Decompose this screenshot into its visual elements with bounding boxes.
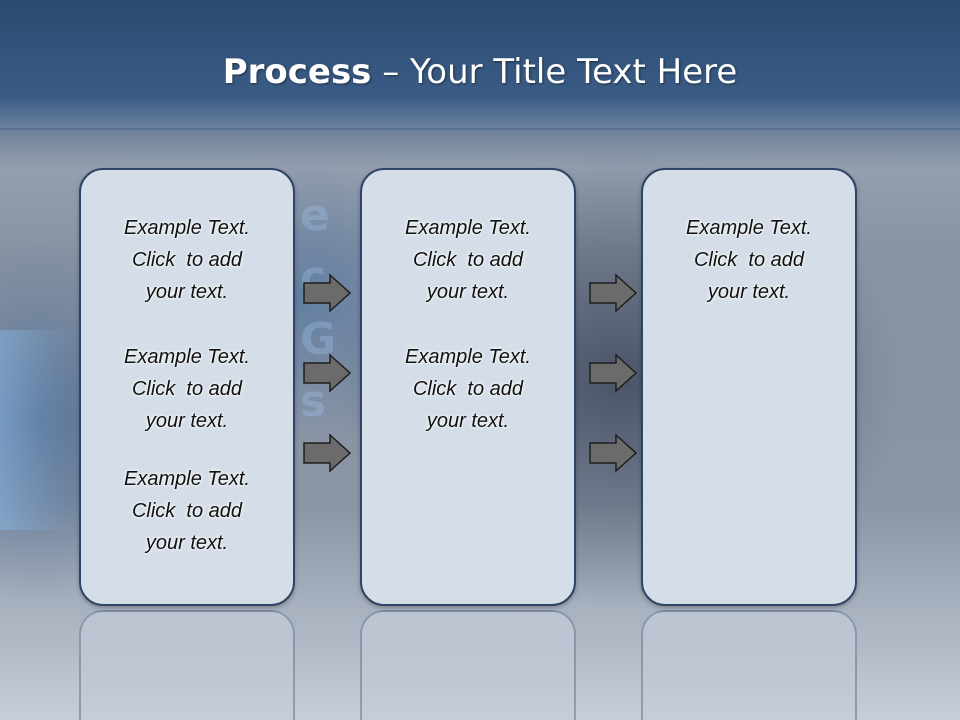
text-item[interactable]: Example Text. Click to add your text. xyxy=(81,341,293,437)
item-line: your text. xyxy=(145,410,229,432)
arrow-right-icon[interactable] xyxy=(588,353,638,393)
arrow-right-icon[interactable] xyxy=(302,433,352,473)
item-line: Click to add xyxy=(131,500,243,522)
text-item[interactable]: Example Text. Click to add your text. xyxy=(81,212,293,308)
text-item[interactable]: Example Text. Click to add your text. xyxy=(362,341,574,437)
text-item[interactable]: Example Text. Click to add your text. xyxy=(643,212,855,308)
item-line: Example Text. xyxy=(405,217,531,239)
item-line: Example Text. xyxy=(124,217,250,239)
text-item[interactable]: Example Text. Click to add your text. xyxy=(81,463,293,559)
arrow-right-icon[interactable] xyxy=(588,433,638,473)
box-reflection xyxy=(79,610,295,720)
item-line: your text. xyxy=(145,532,229,554)
box-reflection xyxy=(360,610,576,720)
background-screen-glow xyxy=(0,330,70,530)
item-line: Example Text. xyxy=(405,346,531,368)
slide-title[interactable]: Process – Your Title Text Here xyxy=(0,52,960,92)
item-line: your text. xyxy=(426,281,510,303)
text-item[interactable]: Example Text. Click to add your text. xyxy=(362,212,574,308)
process-box-3[interactable]: Example Text. Click to add your text. xyxy=(641,168,857,606)
title-rest: – Your Title Text Here xyxy=(382,52,738,92)
item-line: your text. xyxy=(707,281,791,303)
item-line: Click to add xyxy=(412,378,524,400)
item-line: Click to add xyxy=(693,249,805,271)
item-line: Click to add xyxy=(131,249,243,271)
title-bold: Process xyxy=(222,52,372,92)
item-line: Example Text. xyxy=(686,217,812,239)
title-bar-fade xyxy=(0,128,960,168)
item-line: Click to add xyxy=(131,378,243,400)
process-box-2[interactable]: Example Text. Click to add your text. Ex… xyxy=(360,168,576,606)
item-line: your text. xyxy=(145,281,229,303)
item-line: your text. xyxy=(426,410,510,432)
arrow-right-icon[interactable] xyxy=(302,273,352,313)
item-line: Example Text. xyxy=(124,346,250,368)
arrow-right-icon[interactable] xyxy=(588,273,638,313)
item-line: Example Text. xyxy=(124,468,250,490)
title-bar xyxy=(0,0,960,130)
item-line: Click to add xyxy=(412,249,524,271)
process-box-1[interactable]: Example Text. Click to add your text. Ex… xyxy=(79,168,295,606)
arrow-right-icon[interactable] xyxy=(302,353,352,393)
box-reflection xyxy=(641,610,857,720)
